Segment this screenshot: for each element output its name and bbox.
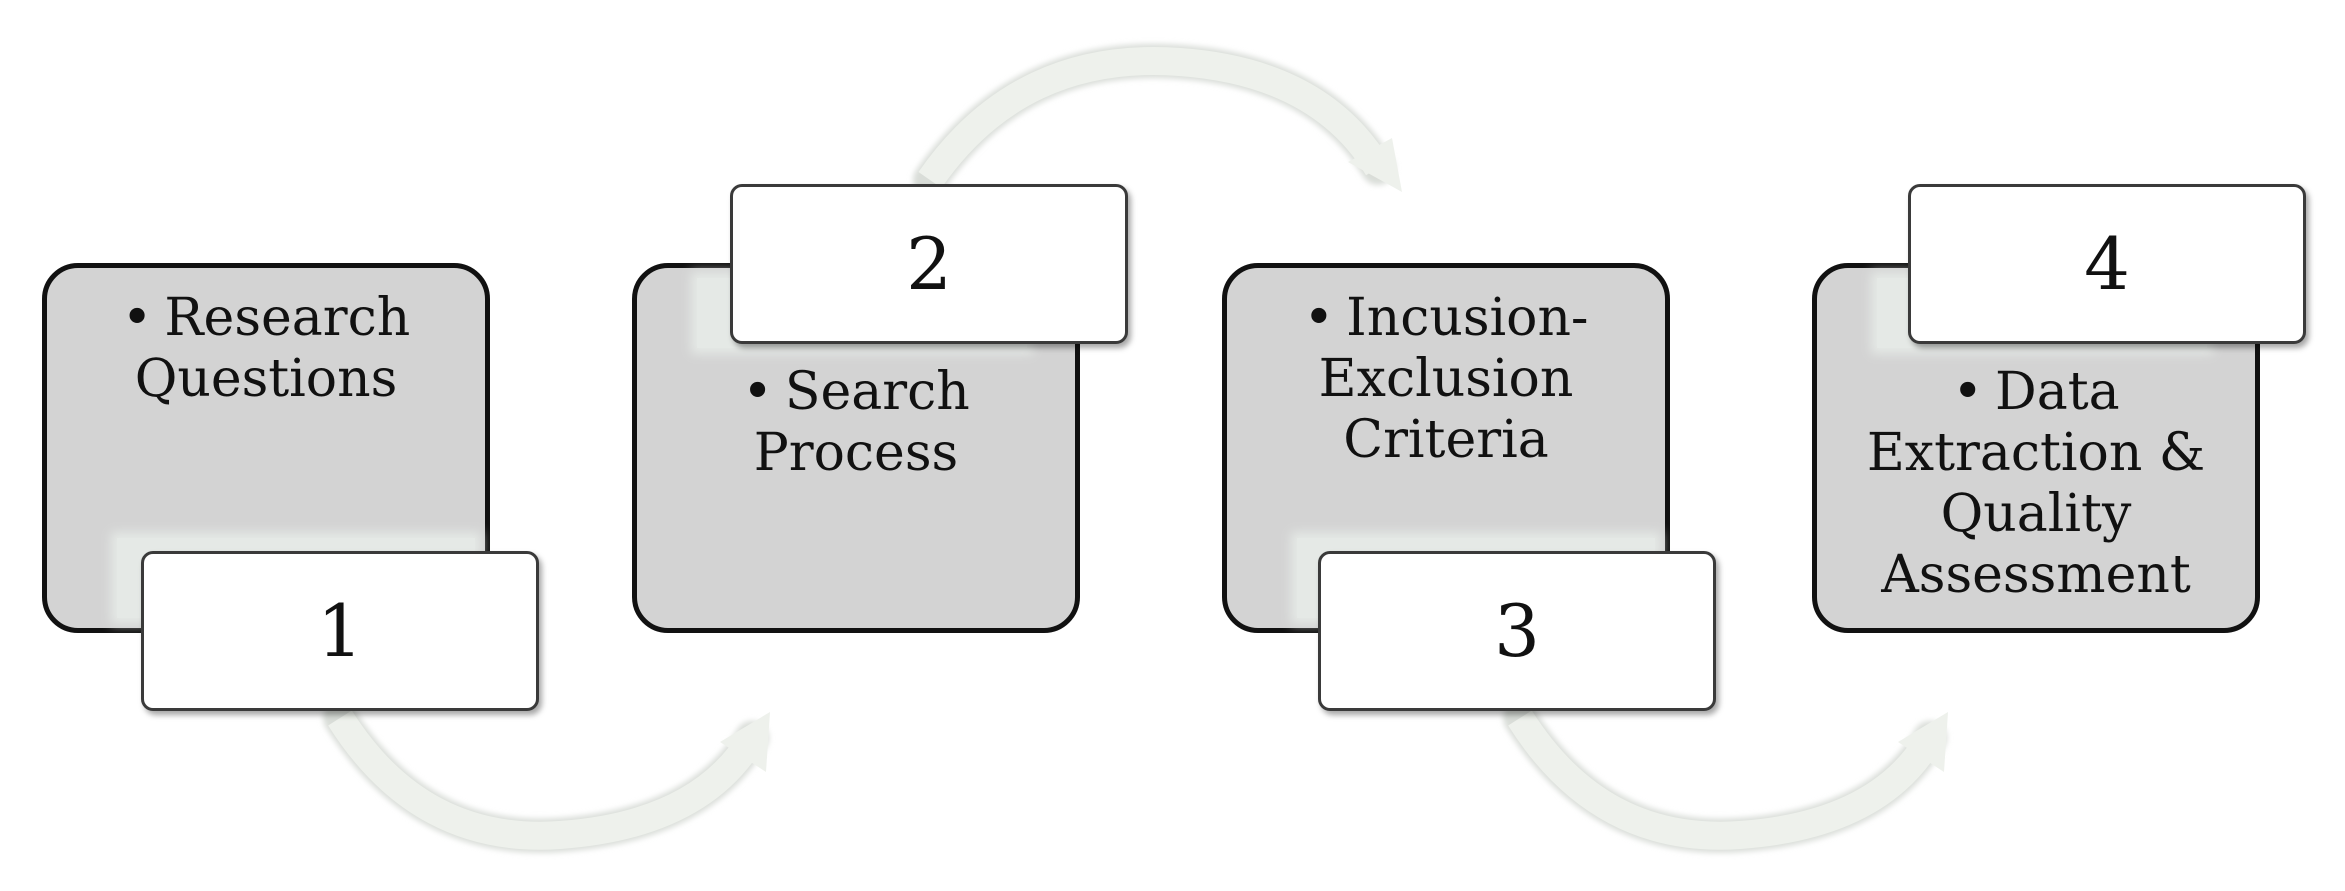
step-4-number-tab: 4 xyxy=(1908,184,2306,344)
step-2-text: •Search Process xyxy=(742,362,970,483)
step-3-text: •Incusion- Exclusion Criteria xyxy=(1303,288,1589,470)
arrow-step2-to-step3 xyxy=(913,44,1402,197)
step-3-number-tab: 3 xyxy=(1318,551,1716,711)
step-2-number-tab: 2 xyxy=(730,184,1128,344)
step-4-text: •Data Extraction & Quality Assessment xyxy=(1866,362,2206,605)
arrow-step1-to-step2 xyxy=(323,701,770,853)
arrow-step3-to-step4 xyxy=(1503,701,1948,853)
step-1-number-tab: 1 xyxy=(141,551,539,711)
step-1-text: •Research Questions xyxy=(121,288,411,409)
